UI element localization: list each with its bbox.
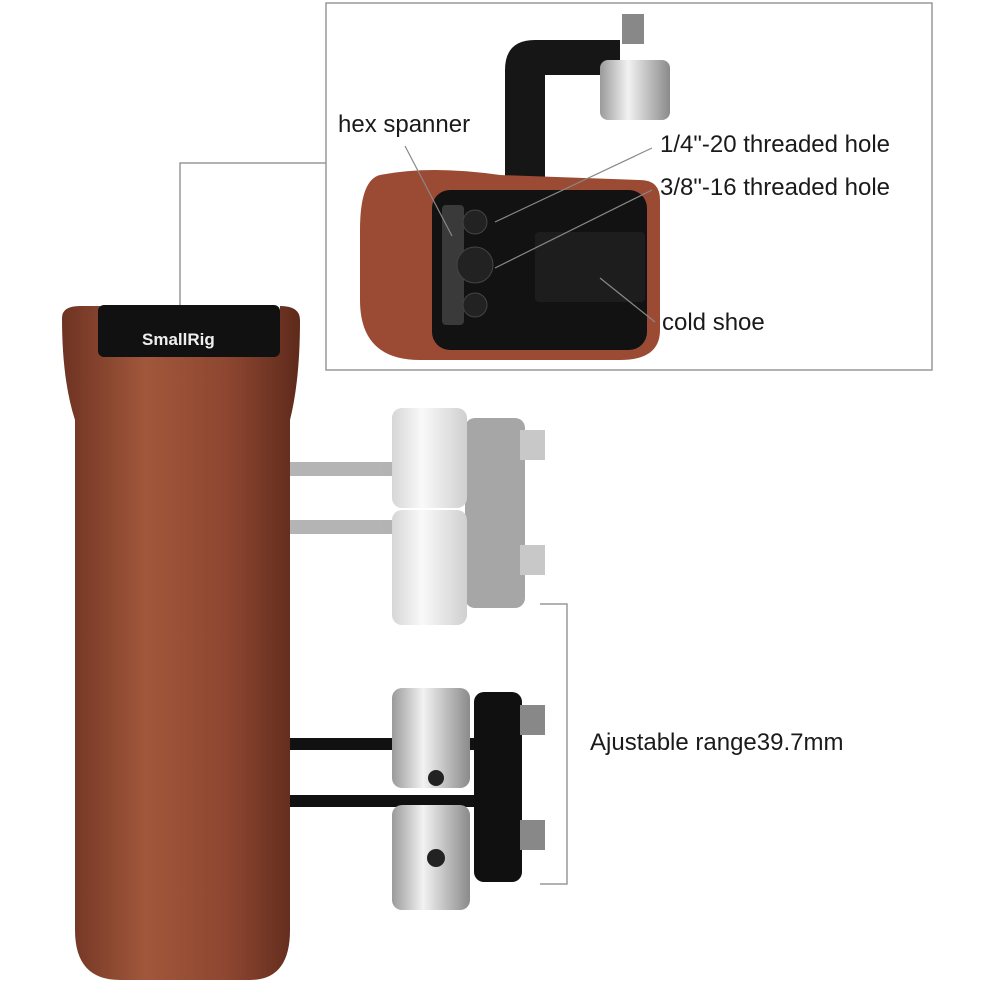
inset-connector-line [179, 162, 326, 310]
callout-cold-shoe: cold shoe [662, 309, 765, 336]
callout-hex-spanner: hex spanner [338, 111, 471, 138]
callout-quarter-inch-hole: 1/4"-20 threaded hole [660, 131, 891, 158]
handle-top-view [360, 14, 670, 360]
callout-adjustable-range: Ajustable range39.7mm [590, 729, 844, 756]
brand-logo: SmallRig [142, 330, 215, 349]
rod-clamp-ghost [290, 408, 545, 625]
inset-frame [325, 2, 933, 371]
wood-handle: SmallRig [62, 305, 300, 980]
range-bracket [540, 603, 568, 885]
callout-three-eighths-hole: 3/8"-16 threaded hole [660, 174, 891, 201]
rod-clamp [290, 688, 545, 910]
